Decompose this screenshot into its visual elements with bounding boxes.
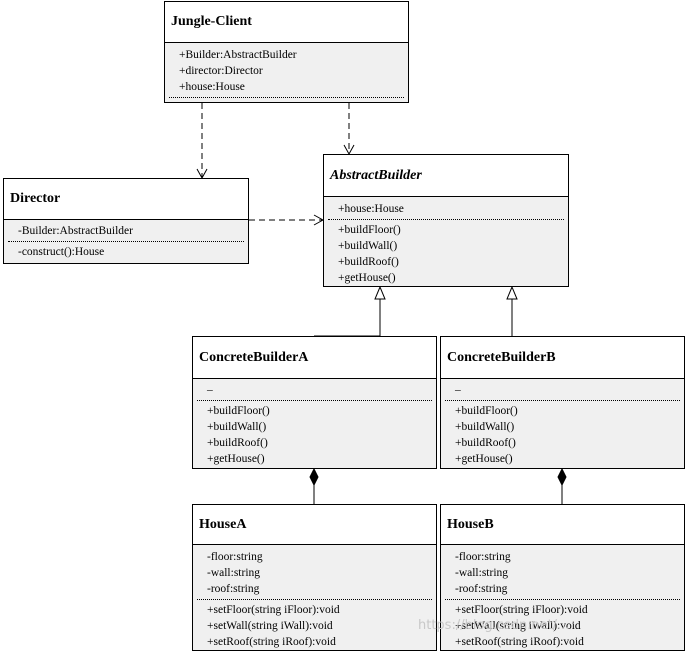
method: +buildFloor() <box>207 405 270 417</box>
attribute: -roof:string <box>455 583 508 595</box>
class-name: AbstractBuilder <box>324 155 568 197</box>
methods: +buildFloor() +buildWall() +buildRoof() … <box>324 220 568 288</box>
class-jungle-client: Jungle-Client +Builder:AbstractBuilder +… <box>164 1 409 103</box>
methods: +buildFloor() +buildWall() +buildRoof() … <box>441 401 684 469</box>
class-house-a: HouseA -floor:string -wall:string -roof:… <box>192 504 437 651</box>
attributes: -Builder:AbstractBuilder <box>4 220 248 241</box>
separator <box>8 241 244 242</box>
attribute: +director:Director <box>179 65 263 77</box>
separator <box>197 400 432 401</box>
attributes: -floor:string -wall:string -roof:string <box>441 545 684 599</box>
class-name: HouseB <box>441 505 684 545</box>
watermark: https://blog.csdn.net/... <box>418 618 570 633</box>
method: +buildRoof() <box>455 437 516 449</box>
attribute: -floor:string <box>455 551 511 563</box>
separator <box>169 97 404 98</box>
method: +buildWall() <box>455 421 515 433</box>
method: +buildRoof() <box>338 256 399 268</box>
separator <box>328 219 564 220</box>
attributes: – <box>441 379 684 400</box>
methods: -construct():House <box>4 242 248 262</box>
separator <box>197 599 432 600</box>
method: -construct():House <box>18 246 105 258</box>
method: +setFloor(string iFloor):void <box>455 604 588 616</box>
separator <box>445 599 680 600</box>
method: +getHouse() <box>338 272 396 284</box>
attributes: +Builder:AbstractBuilder +director:Direc… <box>165 43 408 97</box>
method: +buildWall() <box>207 421 267 433</box>
class-concrete-builder-a: ConcreteBuilderA – +buildFloor() +buildW… <box>192 336 437 469</box>
method: +buildFloor() <box>338 224 401 236</box>
separator <box>445 400 680 401</box>
attribute: – <box>207 384 213 396</box>
method: +getHouse() <box>207 453 265 465</box>
method: +setFloor(string iFloor):void <box>207 604 340 616</box>
attribute: – <box>455 384 461 396</box>
class-abstract-builder: AbstractBuilder +house:House +buildFloor… <box>323 154 569 287</box>
methods: +buildFloor() +buildWall() +buildRoof() … <box>193 401 436 469</box>
class-name: ConcreteBuilderB <box>441 337 684 379</box>
method: +buildFloor() <box>455 405 518 417</box>
attributes: +house:House <box>324 197 568 219</box>
methods: +setFloor(string iFloor):void +setWall(s… <box>193 600 436 652</box>
class-director: Director -Builder:AbstractBuilder -const… <box>3 178 249 264</box>
method: +buildRoof() <box>207 437 268 449</box>
attribute: -Builder:AbstractBuilder <box>18 225 133 237</box>
generalization-builder-a <box>314 285 386 337</box>
generalization-builder-b <box>506 285 518 336</box>
class-house-b: HouseB -floor:string -wall:string -roof:… <box>440 504 685 651</box>
method: +setRoof(string iRoof):void <box>455 636 584 648</box>
method: +setWall(string iWall):void <box>207 620 333 632</box>
attribute: +house:House <box>338 203 404 215</box>
attribute: -wall:string <box>207 567 261 579</box>
class-name: ConcreteBuilderA <box>193 337 436 379</box>
attribute: +house:House <box>179 81 245 93</box>
attributes: -floor:string -wall:string -roof:string <box>193 545 436 599</box>
method: +getHouse() <box>455 453 513 465</box>
method: +buildWall() <box>338 240 398 252</box>
composition-builder-a-house-a <box>309 467 319 504</box>
method: +setRoof(string iRoof):void <box>207 636 336 648</box>
class-name: Director <box>4 179 248 220</box>
attribute: -roof:string <box>207 583 260 595</box>
class-name: Jungle-Client <box>165 2 408 43</box>
attribute: -wall:string <box>455 567 509 579</box>
class-name: HouseA <box>193 505 436 545</box>
methods: +setFloor(string iFloor):void +setWall(s… <box>441 600 684 652</box>
class-concrete-builder-b: ConcreteBuilderB – +buildFloor() +buildW… <box>440 336 685 469</box>
attribute: +Builder:AbstractBuilder <box>179 49 297 61</box>
attribute: -floor:string <box>207 551 263 563</box>
attributes: – <box>193 379 436 400</box>
method: +setWall(string iWall):void <box>455 620 581 632</box>
composition-builder-b-house-b <box>557 467 567 504</box>
